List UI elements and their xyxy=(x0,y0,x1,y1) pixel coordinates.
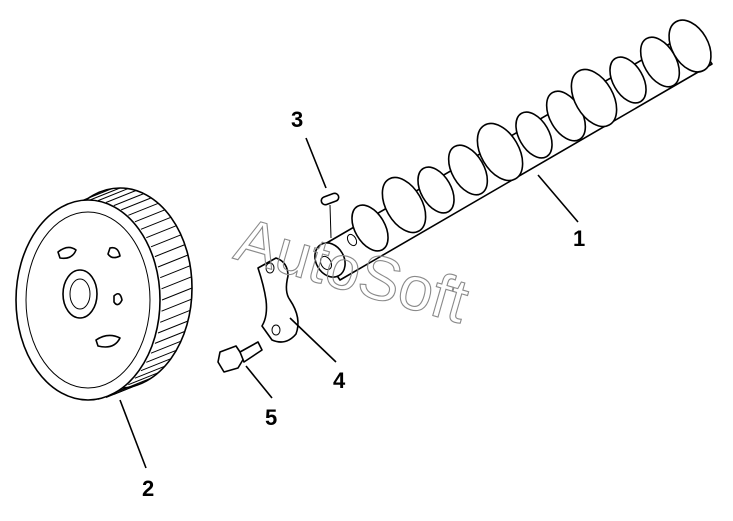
callout-2: 2 xyxy=(142,476,154,501)
gear-tooth xyxy=(105,190,137,203)
thrust-plate xyxy=(257,257,299,343)
gear-tooth xyxy=(97,188,129,202)
gear-tooth xyxy=(128,372,159,386)
gear-tooth xyxy=(157,254,189,268)
gear-tooth xyxy=(160,265,191,279)
bolt xyxy=(217,341,263,373)
gear-tooth xyxy=(134,209,166,223)
gear-tooth xyxy=(146,225,177,239)
gear-tooth xyxy=(128,202,159,216)
gear-tooth xyxy=(140,216,172,230)
gear-tooth xyxy=(146,349,177,363)
gear-tooth xyxy=(161,298,192,312)
gear-tooth xyxy=(81,188,113,202)
gear-tooth xyxy=(140,358,172,372)
callout-3: 3 xyxy=(291,107,303,132)
gear-tooth xyxy=(161,276,192,290)
gear-tooth xyxy=(157,320,189,334)
gear-tooth xyxy=(121,197,152,211)
gear xyxy=(15,187,193,401)
gear-tooth xyxy=(154,330,186,344)
gear-tooth xyxy=(113,193,144,207)
gear-tooth xyxy=(89,187,121,201)
callout-5: 5 xyxy=(265,405,277,430)
gear-tooth xyxy=(161,287,193,301)
camshaft xyxy=(314,19,713,281)
gear-tooth xyxy=(150,234,182,248)
callout-1: 1 xyxy=(573,226,585,251)
callouts: 1 2 3 4 5 xyxy=(142,107,585,501)
leader-lines xyxy=(119,137,579,469)
key xyxy=(320,192,340,239)
gear-tooth xyxy=(154,244,186,258)
camshaft-lobes xyxy=(351,19,712,252)
gear-tooth xyxy=(150,340,182,354)
gear-tooth xyxy=(134,365,166,379)
gear-tooth xyxy=(160,309,191,323)
callout-4: 4 xyxy=(333,368,346,393)
